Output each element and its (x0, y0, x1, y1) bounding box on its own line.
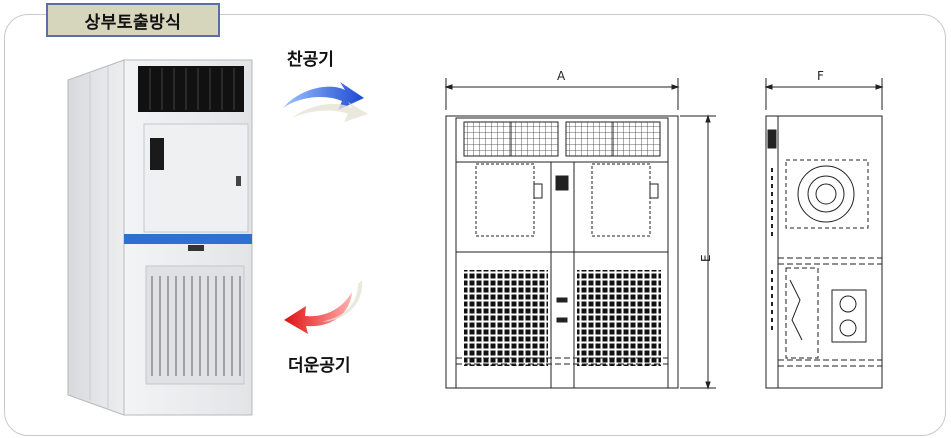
air-conditioner-unit (67, 59, 253, 416)
cold-air-arrow (283, 82, 368, 122)
hot-air-label: 더운공기 (288, 356, 351, 376)
top-discharge-louver (138, 66, 244, 112)
front-view-drawing (444, 78, 716, 390)
dimension-f-label: F (817, 69, 824, 83)
section-title: 상부토출방식 (46, 3, 220, 37)
dimension-e-label: E (699, 254, 713, 262)
hot-air-arrow (284, 280, 363, 334)
dimension-a-label: A (557, 69, 566, 83)
control-display (150, 138, 164, 170)
blue-trim-band (124, 234, 252, 244)
intake-grille (145, 265, 245, 385)
side-view-drawing (764, 78, 884, 389)
cold-air-label: 찬공기 (287, 50, 334, 70)
